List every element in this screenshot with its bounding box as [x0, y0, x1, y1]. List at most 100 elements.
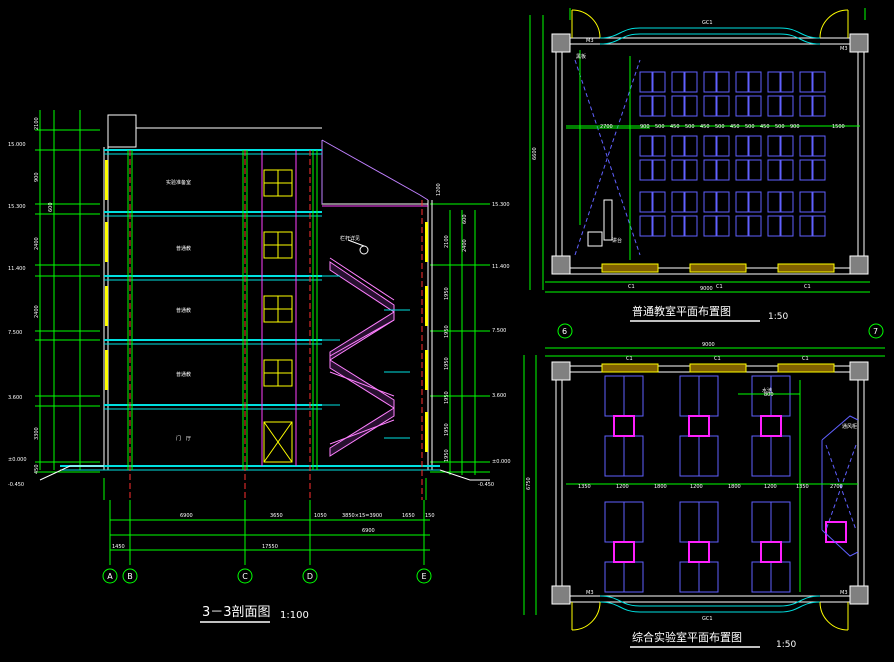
window-label: C1: [716, 284, 723, 290]
lab-scale: 1:50: [776, 640, 796, 650]
right-dim: 1200: [436, 183, 442, 196]
left-dim: 450: [34, 464, 40, 474]
right-dim: 2400: [462, 239, 468, 252]
classroom-title: 普通教室平面布置图: [632, 304, 731, 318]
right-dim: 800: [764, 392, 774, 398]
left-dim: 2400: [34, 237, 40, 250]
bench-dim: 1350: [578, 484, 591, 490]
bench-dim: 1200: [616, 484, 629, 490]
section-labels: 15.000 15.300 11.400 7.500 3.600 ±0.000 …: [8, 117, 511, 550]
bottom-dim: 1050: [314, 513, 327, 519]
left-elevation: ±0.000: [8, 457, 27, 463]
desk-dim: 450: [670, 124, 680, 130]
right-elevation: 15.300: [492, 202, 510, 208]
left-dim: 3300: [34, 427, 40, 440]
side-dim: 2700: [600, 124, 613, 130]
bottom-dim: 3850×15=3900: [342, 513, 382, 519]
lab-title: 综合实验室平面布置图: [632, 630, 742, 644]
axis-label: A: [107, 572, 113, 581]
door-label: M3: [840, 590, 848, 596]
left-elevation: 3.600: [8, 395, 22, 401]
desk-dim: 500: [685, 124, 695, 130]
bottom-dim: 17550: [262, 544, 278, 550]
axis-label: 7: [873, 327, 878, 336]
right-dim: 1950: [444, 325, 450, 338]
desk-dim: 900: [790, 124, 800, 130]
desk-dim: 500: [775, 124, 785, 130]
window-label: C1: [802, 356, 809, 362]
door-label: M3: [586, 590, 594, 596]
section-title: 3－3剖面图: [202, 605, 271, 620]
stair-note: 栏杆详见: [340, 235, 360, 242]
plan-label: 通风柜: [842, 423, 857, 430]
right-elevation: 7.500: [492, 328, 506, 334]
left-elevation: 7.500: [8, 330, 22, 336]
right-dim: 1950: [444, 287, 450, 300]
window-label: C1: [714, 356, 721, 362]
section-scale: 1:100: [280, 610, 309, 621]
right-elevation: 11.400: [492, 264, 510, 270]
window-label: C1: [628, 284, 635, 290]
axis-label: D: [307, 572, 313, 581]
window-label: GC1: [702, 616, 713, 622]
desk-dim: 450: [700, 124, 710, 130]
overall-height: 6750: [526, 477, 532, 490]
window-label: C1: [626, 356, 633, 362]
axis-label: B: [127, 572, 133, 581]
section-view: [35, 110, 490, 565]
desk-dim: 500: [715, 124, 725, 130]
axis-label: 6: [562, 327, 567, 336]
lab-labels: 6 7 9000 6750 C1 C1 C1 GC1 M3 M3 1350 12…: [526, 327, 878, 622]
bottom-dim: 6900: [362, 528, 375, 534]
left-dim: 900: [34, 172, 40, 182]
room-label: 普通教: [176, 245, 191, 252]
overall-height: 6600: [532, 147, 538, 160]
overall-width: 9000: [700, 286, 713, 292]
bench-dim: 1200: [690, 484, 703, 490]
plan-label: 水池: [762, 387, 772, 394]
window-label: C1: [804, 284, 811, 290]
left-elevation: 11.400: [8, 266, 26, 272]
desk-dim: 450: [760, 124, 770, 130]
plan-label: 讲台: [612, 237, 622, 244]
room-label: 普通教: [176, 371, 191, 378]
lab-plan: [523, 323, 885, 631]
left-elevation: 15.000: [8, 142, 26, 148]
bottom-dim: 3650: [270, 513, 283, 519]
room-label: 普通教: [176, 307, 191, 314]
axis-label: C: [242, 572, 248, 581]
bench-dim: 1200: [764, 484, 777, 490]
side-dim: 1500: [832, 124, 845, 130]
bottom-dim: 1450: [112, 544, 125, 550]
plan-label: 黑板: [576, 53, 586, 60]
right-dim: 1950: [444, 423, 450, 436]
right-elevation: ±0.000: [492, 459, 511, 465]
right-dim: 2100: [444, 235, 450, 248]
window-label: GC1: [702, 20, 713, 26]
left-dim: 2100: [34, 117, 40, 130]
right-dim: 600: [462, 214, 468, 224]
right-dim: 1950: [444, 391, 450, 404]
right-dim: 2700: [830, 484, 843, 490]
section-axis-bubbles: A B C D E: [102, 568, 432, 584]
left-elevation: 15.300: [8, 204, 26, 210]
door-label: M3: [586, 38, 594, 44]
right-elevation: 3.600: [492, 393, 506, 399]
bench-dim: 1350: [796, 484, 809, 490]
desk-dim: 900: [640, 124, 650, 130]
classroom-labels: GC1 C1 C1 C1 M3 M3 9000 6600 900 500 450…: [532, 20, 848, 292]
left-dim: 600: [48, 202, 54, 212]
desk-dim: 500: [745, 124, 755, 130]
door-label: M3: [840, 46, 848, 52]
overall-width: 9000: [702, 342, 715, 348]
classroom-scale: 1:50: [768, 312, 788, 322]
right-elevation: -0.450: [478, 482, 494, 488]
bench-dim: 1800: [654, 484, 667, 490]
classroom-plan: [529, 8, 870, 293]
left-dim: 2400: [34, 305, 40, 318]
right-dim: 1950: [444, 357, 450, 370]
bottom-dim: 1650: [402, 513, 415, 519]
room-label: 门 厅: [176, 435, 191, 442]
axis-label: E: [421, 572, 426, 581]
